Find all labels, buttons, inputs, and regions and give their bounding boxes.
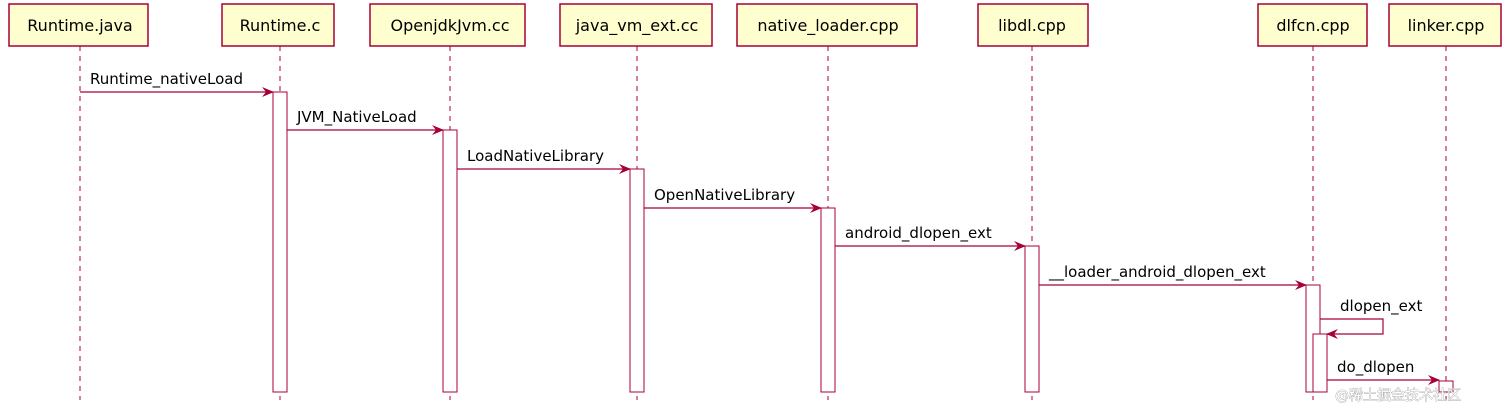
message-label: LoadNativeLibrary (467, 147, 604, 165)
participant-dlfcn: dlfcn.cpp (1257, 3, 1368, 47)
participant-native_loader: native_loader.cpp (736, 3, 918, 47)
activation-bar-libdl (1024, 245, 1040, 393)
message-2: JVM_NativeLoad (287, 108, 444, 135)
activation-bar-openjdkjvm (442, 129, 458, 393)
message-label: dlopen_ext (1340, 297, 1422, 316)
participant-runtime_java: Runtime.java (8, 3, 149, 47)
participant-label: OpenjdkJvm.cc (390, 16, 509, 35)
activation-bar-linker (1438, 380, 1454, 393)
message-label: JVM_NativeLoad (296, 108, 417, 127)
activation-bar-native_loader (820, 207, 836, 393)
message-label: __loader_android_dlopen_ext (1048, 263, 1266, 282)
message-5: android_dlopen_ext (835, 224, 1026, 251)
self-call-arrow (1320, 318, 1384, 339)
message-6: __loader_android_dlopen_ext (1039, 263, 1307, 290)
participant-label: libdl.cpp (998, 16, 1066, 35)
participant-label: java_vm_ext.cc (575, 16, 699, 36)
message-4: OpenNativeLibrary (644, 186, 822, 213)
participant-runtime_c: Runtime.c (221, 3, 335, 47)
activation-bar-runtime_c (272, 91, 288, 393)
participant-label: dlfcn.cpp (1276, 16, 1349, 35)
watermark: @稀土掘金技术社区 (1335, 388, 1461, 404)
participant-label: Runtime.java (27, 16, 132, 35)
message-1: Runtime_nativeLoad (80, 70, 274, 97)
activation-bar-dlfcn (1312, 333, 1328, 393)
participant-label: linker.cpp (1408, 16, 1485, 35)
participant-label: Runtime.c (240, 16, 321, 35)
message-label: Runtime_nativeLoad (90, 70, 243, 89)
message-label: android_dlopen_ext (845, 224, 992, 243)
participant-openjdkjvm: OpenjdkJvm.cc (369, 3, 526, 47)
activation-bar-java_vm_ext (629, 168, 645, 393)
participant-label: native_loader.cpp (757, 16, 898, 36)
participant-linker: linker.cpp (1388, 3, 1502, 47)
message-3: LoadNativeLibrary (457, 147, 631, 174)
participant-libdl: libdl.cpp (977, 3, 1089, 47)
message-label: do_dlopen (1337, 358, 1414, 377)
participant-java_vm_ext: java_vm_ext.cc (559, 3, 713, 47)
message-8: do_dlopen (1327, 358, 1440, 385)
message-7: dlopen_ext (1320, 297, 1422, 339)
message-label: OpenNativeLibrary (654, 186, 795, 204)
